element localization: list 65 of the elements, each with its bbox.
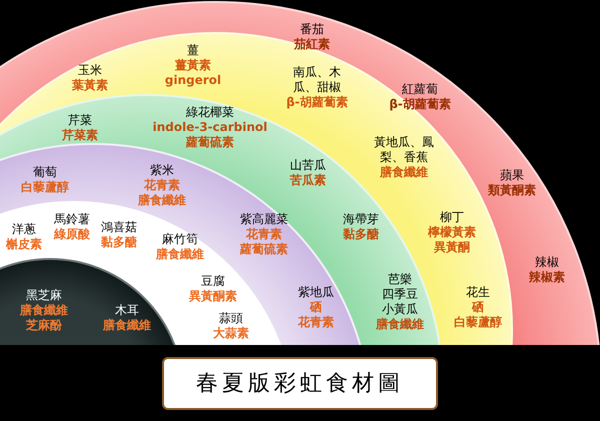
food-name: 紫地瓜 (298, 285, 334, 300)
nutrient-name: 大蒜素 (213, 326, 249, 341)
nutrient-name: 綠原酸 (54, 227, 90, 242)
food-name: 豆腐 (201, 274, 225, 289)
nutrient-name: 蘿蔔硫素 (240, 242, 288, 257)
food-name: 木耳 (115, 303, 139, 318)
nutrient-name: 黏多醣 (101, 235, 137, 250)
food-name: 四季豆 (382, 287, 418, 302)
food-name: 黑芝麻 (26, 288, 62, 303)
nutrient-name: 膳食纖維 (380, 165, 428, 180)
nutrient-name: 黏多醣 (343, 227, 379, 242)
nutrient-name: 硒 (472, 300, 484, 315)
food-name: 葡萄 (33, 165, 57, 180)
nutrient-name: 薑黃素 (175, 58, 211, 73)
nutrient-name: 膳食纖維 (156, 247, 204, 262)
food-name: 紅蘿蔔 (402, 82, 438, 97)
nutrient-name: β-胡蘿蔔素 (286, 95, 348, 110)
nutrient-name: 膳食纖維 (376, 317, 424, 332)
nutrient-name: 葉黃素 (72, 78, 108, 93)
nutrient-name: 花青素 (246, 227, 282, 242)
food-name: 柳丁 (440, 210, 464, 225)
nutrient-name: 蘿蔔硫素 (186, 135, 234, 150)
nutrient-name: indole-3-carbinol (152, 120, 268, 135)
nutrient-name: 芹菜素 (62, 128, 98, 143)
nutrient-name: 槲皮素 (6, 237, 42, 252)
food-name: 紫高麗菜 (240, 212, 288, 227)
nutrient-name: gingerol (164, 73, 222, 88)
food-name: 南瓜、木瓜、甜椒 (292, 65, 342, 95)
food-name: 辣椒 (535, 255, 559, 270)
nutrient-name: 辣椒素 (529, 270, 565, 285)
food-name: 山苦瓜 (290, 158, 326, 173)
nutrient-name: 硒 (310, 300, 322, 315)
nutrient-name: 白藜蘆醇 (21, 180, 69, 195)
food-name: 芹菜 (68, 113, 92, 128)
food-name: 綠花椰菜 (186, 105, 234, 120)
food-name: 玉米 (78, 63, 102, 78)
food-name: 麻竹筍 (162, 232, 198, 247)
food-name: 蘋果 (500, 168, 524, 183)
nutrient-name: 芝麻酚 (26, 318, 62, 333)
food-name: 小黃瓜 (382, 302, 418, 317)
food-name: 芭樂 (388, 272, 412, 287)
nutrient-name: 花青素 (298, 315, 334, 330)
nutrient-name: 異黃酮 (434, 240, 470, 255)
nutrient-name: β-胡蘿蔔素 (389, 97, 451, 112)
food-name: 蒜頭 (219, 311, 243, 326)
nutrient-name: 花青素 (144, 178, 180, 193)
nutrient-name: 異黃酮素 (189, 289, 237, 304)
food-name: 黃地瓜、鳳梨、香蕉 (373, 135, 435, 165)
food-name: 海帶芽 (343, 212, 379, 227)
food-name: 紫米 (150, 163, 174, 178)
nutrient-name: 膳食纖維 (138, 193, 186, 208)
nutrient-name: 苦瓜素 (290, 173, 326, 188)
nutrient-name: 膳食纖維 (103, 318, 151, 333)
nutrient-name: 膳食纖維 (20, 303, 68, 318)
food-name: 薑 (187, 43, 199, 58)
food-name: 花生 (466, 285, 490, 300)
nutrient-name: 類黃酮素 (488, 183, 536, 198)
title-box: 春夏版彩虹食材圖 (162, 356, 438, 410)
nutrient-name: 白藜蘆醇 (454, 315, 502, 330)
food-name: 鴻喜菇 (101, 220, 137, 235)
food-name: 馬鈴薯 (54, 212, 90, 227)
food-name: 洋蔥 (12, 222, 36, 237)
nutrient-name: 茄紅素 (294, 37, 330, 52)
nutrient-name: 檸檬黃素 (428, 225, 476, 240)
food-name: 番茄 (300, 22, 324, 37)
